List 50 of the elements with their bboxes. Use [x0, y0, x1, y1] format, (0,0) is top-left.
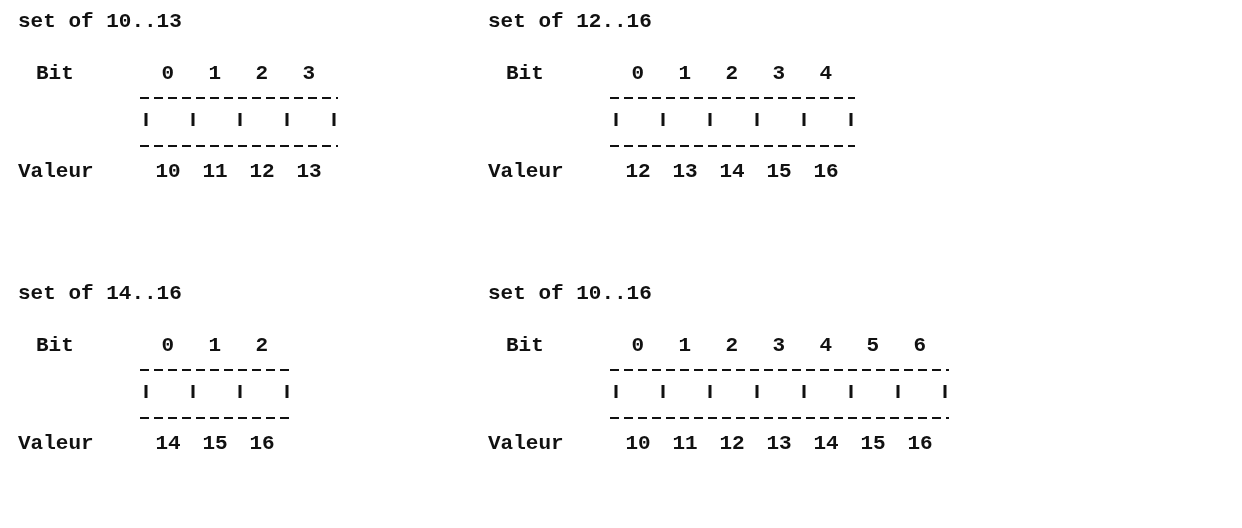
- row-label: Valeur: [18, 160, 94, 184]
- value-number: 10: [155, 160, 181, 184]
- row-label: Valeur: [488, 432, 564, 456]
- value-number: 14: [813, 432, 839, 456]
- value-number: 11: [672, 432, 698, 456]
- value-number: 11: [202, 160, 228, 184]
- row-label: Valeur: [488, 160, 564, 184]
- row-label: Bit: [36, 334, 74, 358]
- bit-number: 0: [631, 62, 645, 86]
- value-number: 14: [155, 432, 181, 456]
- bit-number: 1: [678, 334, 692, 358]
- value-number: 16: [249, 432, 275, 456]
- panel-title: set of 10..16: [488, 282, 652, 306]
- bit-number: 3: [772, 62, 786, 86]
- panel-title: set of 10..13: [18, 10, 182, 34]
- bit-number: 4: [819, 62, 833, 86]
- bit-number: 1: [208, 62, 222, 86]
- bit-number: 1: [208, 334, 222, 358]
- panel-title: set of 14..16: [18, 282, 182, 306]
- bit-number: 0: [161, 62, 175, 86]
- bit-number: 4: [819, 334, 833, 358]
- value-number: 15: [202, 432, 228, 456]
- value-number: 15: [766, 160, 792, 184]
- bit-number: 2: [725, 62, 739, 86]
- bit-number: 3: [302, 62, 316, 86]
- value-number: 13: [766, 432, 792, 456]
- bit-number: 6: [913, 334, 927, 358]
- value-number: 15: [860, 432, 886, 456]
- bit-number: 2: [725, 334, 739, 358]
- row-label: Bit: [36, 62, 74, 86]
- bit-number: 0: [161, 334, 175, 358]
- value-number: 12: [249, 160, 275, 184]
- value-number: 16: [813, 160, 839, 184]
- panel-title: set of 12..16: [488, 10, 652, 34]
- value-number: 10: [625, 432, 651, 456]
- value-number: 12: [625, 160, 651, 184]
- value-number: 13: [672, 160, 698, 184]
- row-label: Valeur: [18, 432, 94, 456]
- value-number: 16: [907, 432, 933, 456]
- value-number: 14: [719, 160, 745, 184]
- row-label: Bit: [506, 62, 544, 86]
- bit-number: 2: [255, 334, 269, 358]
- bit-number: 1: [678, 62, 692, 86]
- bit-number: 3: [772, 334, 786, 358]
- bit-number: 2: [255, 62, 269, 86]
- bit-number: 5: [866, 334, 880, 358]
- value-number: 12: [719, 432, 745, 456]
- row-label: Bit: [506, 334, 544, 358]
- value-number: 13: [296, 160, 322, 184]
- bit-number: 0: [631, 334, 645, 358]
